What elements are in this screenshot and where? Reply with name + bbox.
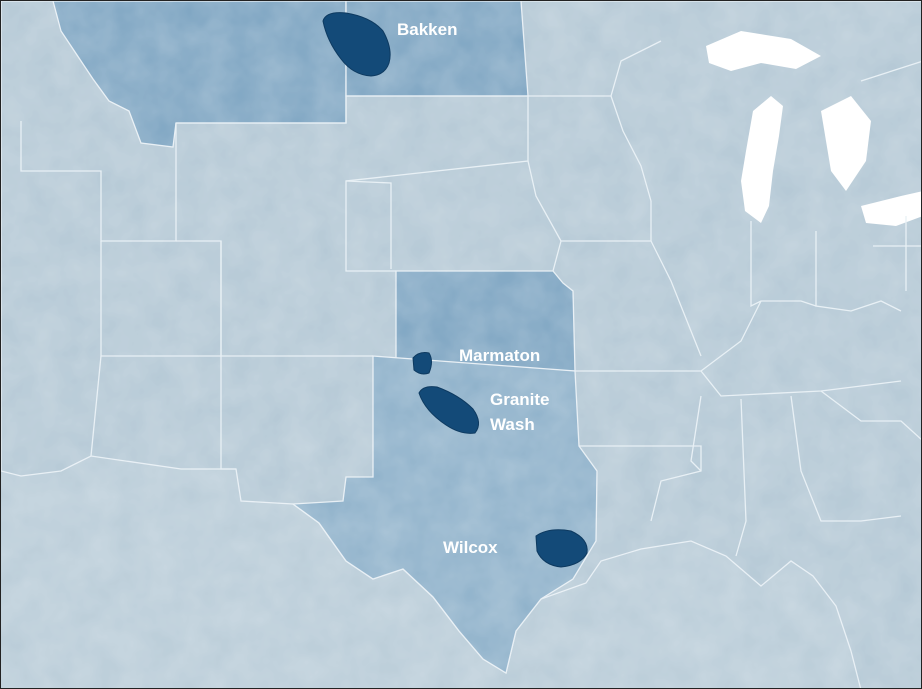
marmaton-play-area[interactable] xyxy=(412,352,432,375)
marmaton-label: Marmaton xyxy=(459,346,540,365)
granite-wash-label-line1: Granite xyxy=(490,390,550,409)
bakken-play-area[interactable] xyxy=(322,12,391,77)
wilcox-play-area[interactable] xyxy=(535,529,588,568)
bakken-label: Bakken xyxy=(397,20,457,39)
granite-wash-label-line2: Wash xyxy=(490,415,535,434)
state-borders xyxy=(20,40,921,557)
wilcox-label: Wilcox xyxy=(443,538,498,557)
granite-wash-play-area[interactable] xyxy=(418,386,479,434)
